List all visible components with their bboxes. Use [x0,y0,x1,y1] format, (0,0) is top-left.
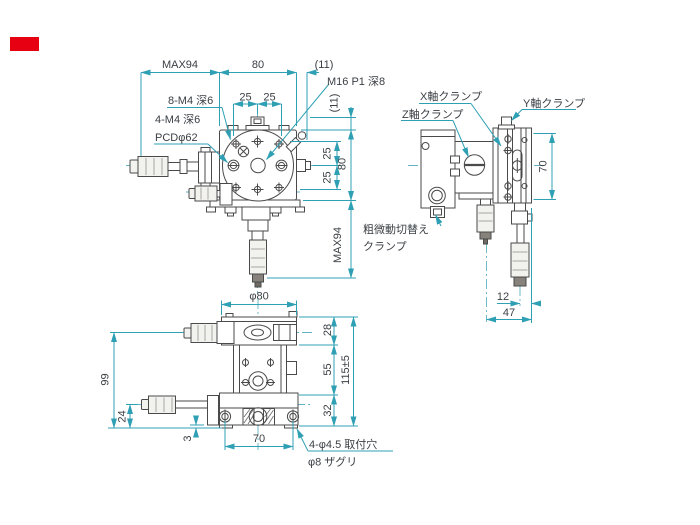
dim-phi80: φ80 [249,291,268,303]
joint-tab [450,155,460,164]
dim-70-front: 70 [253,433,265,445]
dim-80-vertical: 80 [337,158,349,170]
dim-115: 115±5 [340,355,352,385]
clamp-pin-cap [297,131,307,140]
front-view-dimensions [108,300,393,452]
coarse-knob [428,186,446,205]
dim-11-vertical: (11) [329,94,341,113]
side-z-micrometer [476,198,495,245]
dim-25-lower: 25 [322,171,334,183]
side-knob [296,159,306,172]
dim-max94-horizontal: MAX94 [162,59,198,71]
oval-opening-inner [251,328,264,337]
label-x-clamp: X軸クランプ [420,89,482,103]
red-marker [10,37,39,51]
tab [224,206,237,214]
front-view: φ80 28 55 32 115±5 99 24 3 70 4-φ4.5 取付穴… [100,291,393,469]
knob-detail [253,118,262,124]
top-view-dimensions [140,69,356,279]
foot-pad [219,424,233,429]
label-switch-line2: クランプ [363,240,407,253]
y-micrometer [188,183,233,206]
screw-head [421,142,430,150]
center-thread-hole [250,157,266,174]
marked-hole [237,145,250,158]
column-knob [286,361,297,375]
washer [498,124,515,130]
joint-tab [450,168,460,177]
tab [206,206,216,213]
bolt-holes [227,135,288,196]
dim-32: 32 [322,404,334,416]
dim-28: 28 [322,324,334,336]
coarse-knob-inner [431,189,443,202]
base-block [219,392,299,426]
dim-47: 47 [503,307,515,319]
counterbore-hatch [242,408,275,426]
tab-foot [272,212,279,217]
plate-screws [503,134,528,201]
label-z-clamp: Z軸クランプ [402,107,463,121]
dim-12: 12 [497,291,509,303]
dim-11-horizontal: (11) [315,59,334,71]
label-m16: M16 P1 深8 [327,75,385,88]
side-y-micrometer [510,202,533,287]
column-screws [241,358,275,391]
block-step [458,192,494,200]
tab [295,206,305,213]
pin [225,313,234,318]
dim-99: 99 [100,373,112,385]
side-view-dimensions [401,103,576,323]
label-counterbore: φ8 ザグリ [308,455,357,469]
side-knob-tip [305,161,311,170]
label-mount-holes: 4-φ4.5 取付穴 [309,437,377,451]
switch-knob [430,206,445,218]
dim-max94-vertical: MAX94 [332,227,344,263]
label-8-m4: 8-M4 深6 [168,94,213,107]
x-micrometer [129,147,220,188]
label-4-m4: 4-M4 深6 [155,113,200,126]
dim-25-upper: 25 [322,147,334,159]
dim-70-vertical: 70 [538,160,550,172]
knob-base [245,125,270,131]
pin [288,311,298,318]
cylinder [273,324,297,341]
front-x-micrometer [183,321,235,344]
dim-80-horizontal: 80 [252,59,264,71]
z-micrometer [241,206,271,288]
top-knob [250,116,265,126]
tab [278,125,290,131]
y-clamp-screw [501,116,512,126]
front-y-micrometer [141,395,219,426]
dim-3: 3 [182,435,194,441]
label-switch-line1: 粗微動切替え [363,222,429,236]
tab [269,206,282,214]
dim-25-left: 25 [239,92,251,104]
dim-24: 24 [117,410,129,422]
label-pcd62: PCDφ62 [155,132,198,144]
label-y-clamp: Y軸クランプ [523,96,585,110]
dim-55: 55 [322,363,334,375]
dim-25-right: 25 [263,92,275,104]
oval-opening [243,324,272,341]
foot-pad [284,424,298,429]
top-view: MAX94 80 (11) 25 25 8-M4 深6 4-M4 深6 PCDφ… [126,59,385,293]
side-view: X軸クランプ Y軸クランプ Z軸クランプ 粗微動切替え クランプ 70 12 4… [363,89,585,323]
tab-foot [227,212,234,217]
